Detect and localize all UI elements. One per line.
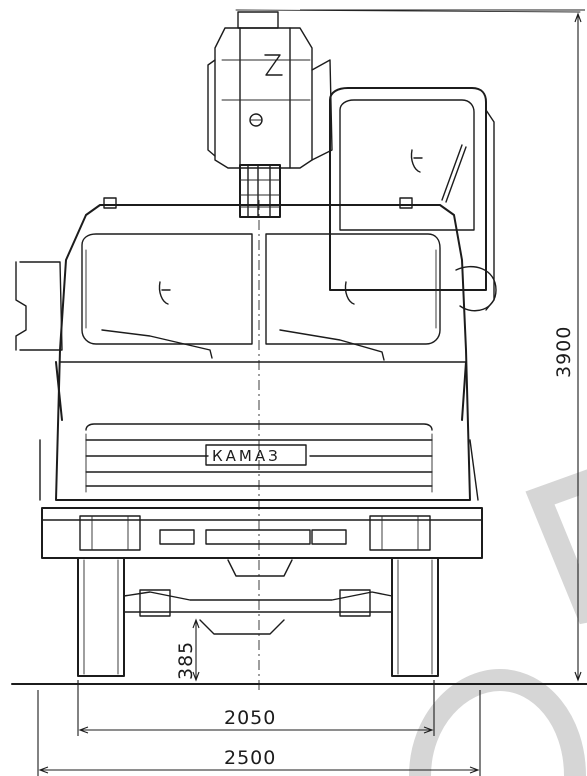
dimension-overall-height xyxy=(300,9,585,682)
clearance-dimension-label: 385 xyxy=(175,641,197,680)
track-dimension-label: 2050 xyxy=(224,707,276,729)
dimension-ground-clearance xyxy=(192,618,200,682)
dimension-track-width xyxy=(77,680,435,736)
brand-nameplate: КАМАЗ xyxy=(212,447,281,465)
background-watermark-shapes xyxy=(409,469,587,776)
front-bumper xyxy=(41,507,483,577)
width-dimension-label: 2500 xyxy=(224,747,276,769)
truck-cab xyxy=(15,197,471,501)
wheels-and-axle xyxy=(39,439,479,677)
dimension-overall-width xyxy=(37,690,481,776)
height-dimension-label: 3900 xyxy=(553,326,575,378)
grille: КАМАЗ xyxy=(85,423,433,493)
crane-boom xyxy=(207,9,581,218)
operator-cabin xyxy=(329,87,497,312)
